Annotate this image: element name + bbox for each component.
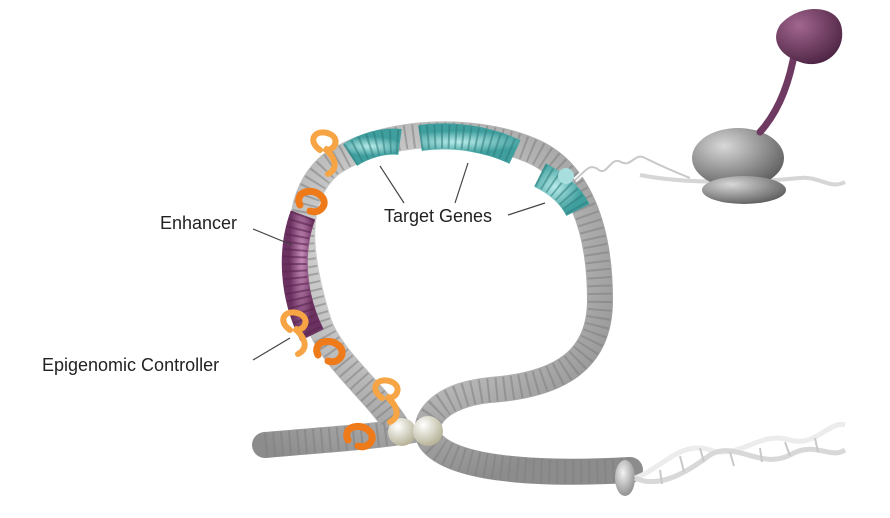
target-gene-segment-2 <box>418 123 521 164</box>
rna-polymerase-lower <box>702 176 786 204</box>
fiber-end-cap <box>615 460 635 496</box>
epigenomic-controller-label: Epigenomic Controller <box>42 355 220 375</box>
rna-polymerase-body <box>692 128 784 188</box>
tf-bead <box>558 168 574 184</box>
protein-tether <box>756 46 799 136</box>
purple-protein-blob <box>776 9 843 65</box>
dna-through-polymerase <box>639 173 846 187</box>
target-gene-segment-1 <box>342 128 402 167</box>
cohesin-bead-left <box>388 418 416 446</box>
dna-double-helix <box>633 421 847 485</box>
enhancer-label: Enhancer <box>160 213 238 233</box>
epigenomic-controllers <box>280 129 401 451</box>
target-genes-label: Target Genes <box>384 206 493 226</box>
leader-lines <box>252 162 546 361</box>
cohesin-bead-right <box>413 416 443 446</box>
